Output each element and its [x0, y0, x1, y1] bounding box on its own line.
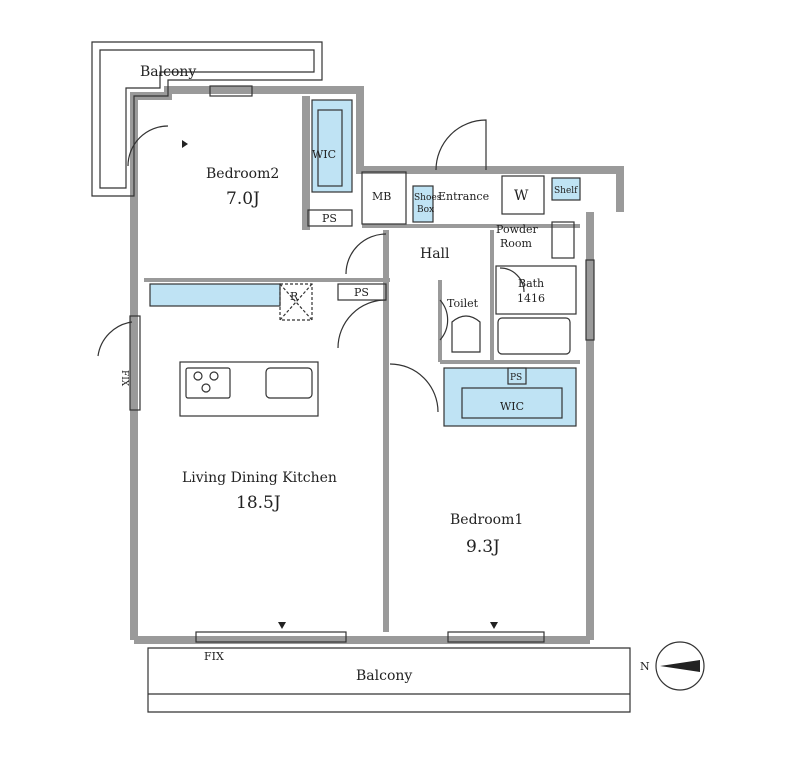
- wic-bedroom2-outline: [311, 99, 353, 193]
- compass-needle: [660, 660, 700, 672]
- shoes-box-outline: [412, 185, 434, 223]
- wic-bedroom2-fill: [312, 100, 352, 192]
- shelf-outline: [551, 177, 581, 201]
- wic-bedroom2-rod: [317, 109, 343, 187]
- ps-wic-label: PS: [510, 373, 522, 383]
- mb-label: MB: [372, 190, 391, 203]
- bath-size: 1416: [517, 292, 545, 305]
- window-right: [585, 259, 595, 341]
- refrigerator-label: R: [290, 290, 299, 303]
- wic-bottom-label: WIC: [500, 400, 524, 413]
- window-bedroom1-bottom: [447, 631, 545, 643]
- powder-line2: Room: [500, 237, 533, 250]
- window-marker-ldk: [278, 622, 286, 629]
- bedroom1-name: Bedroom1: [450, 512, 523, 528]
- door-left-fix: [97, 321, 133, 357]
- kitchen-cabinet-fill: [150, 284, 280, 306]
- burner-3: [201, 383, 211, 393]
- balcony-top-label: Balcony: [140, 64, 196, 80]
- balcony-top-outline: [91, 41, 323, 197]
- shoes-line1: Shoes: [414, 193, 442, 203]
- wic-bedroom1-rod: [461, 387, 563, 419]
- powder-line1: Powder: [496, 223, 539, 236]
- mb-box: [361, 171, 407, 225]
- thin-lines: [91, 41, 631, 713]
- ldk-name: Living Dining Kitchen: [182, 470, 337, 486]
- ps-kitchen-box: [337, 283, 387, 301]
- balcony-bottom-outline: [147, 647, 631, 713]
- window-marker-bedroom1: [490, 622, 498, 629]
- door-toilet: [439, 299, 449, 341]
- ps-wic-box: [507, 367, 527, 385]
- entrance-label: Entrance: [438, 190, 489, 203]
- hall-label: Hall: [420, 246, 450, 262]
- door-bedroom2: [127, 125, 169, 167]
- shoes-box-fill: [413, 186, 433, 222]
- bath-name: Bath: [518, 277, 544, 290]
- door-entrance: [435, 119, 487, 171]
- window-ldk-bottom: [195, 631, 347, 643]
- ldk-size: 18.5J: [236, 493, 281, 513]
- window-bedroom2: [209, 85, 253, 97]
- fix-bottom-label: FIX: [204, 650, 224, 663]
- window-markers: [182, 140, 498, 629]
- balcony-top-inner: [99, 49, 315, 189]
- w-label: W: [514, 188, 529, 204]
- kitchen-island: [179, 361, 319, 417]
- compass-circle: [655, 641, 705, 691]
- bathtub: [497, 317, 571, 355]
- ps-kitchen-label: PS: [354, 286, 369, 299]
- refrigerator-cross: [279, 283, 313, 321]
- north-compass: N: [640, 641, 705, 691]
- burner-1: [193, 371, 203, 381]
- w-box: [501, 175, 545, 215]
- shoes-line2: Box: [417, 205, 434, 215]
- toilet-label: Toilet: [447, 297, 479, 310]
- toilet-bowl: [451, 315, 481, 353]
- ps-bedroom2-label: PS: [322, 212, 337, 225]
- ps-bedroom2-box: [307, 209, 353, 227]
- fix-left-label: FIX: [119, 370, 129, 387]
- compass-n-label: N: [640, 660, 650, 673]
- window-left-fix: [129, 315, 141, 411]
- bedroom2-name: Bedroom2: [206, 166, 279, 182]
- wic-bedroom1-fill: [444, 368, 576, 426]
- storage-fills: [150, 100, 580, 426]
- powder-sink: [551, 221, 575, 259]
- balcony-bottom-label: Balcony: [356, 668, 412, 684]
- bedroom2-size: 7.0J: [226, 189, 260, 209]
- shelf-fill: [552, 178, 580, 200]
- burner-2: [209, 371, 219, 381]
- wic-top-label: WIC: [312, 148, 336, 161]
- refrigerator-box: [279, 283, 313, 321]
- bedroom1-size: 9.3J: [466, 537, 500, 557]
- window-marker-bedroom2: [182, 140, 188, 148]
- door-ldk: [337, 299, 387, 349]
- cooktop: [185, 367, 231, 399]
- door-bath: [499, 267, 525, 293]
- bath-box: [495, 265, 577, 315]
- door-hall: [345, 233, 387, 275]
- kitchen-sink: [265, 367, 313, 399]
- shelf-label: Shelf: [554, 186, 578, 196]
- door-bedroom1: [389, 363, 439, 413]
